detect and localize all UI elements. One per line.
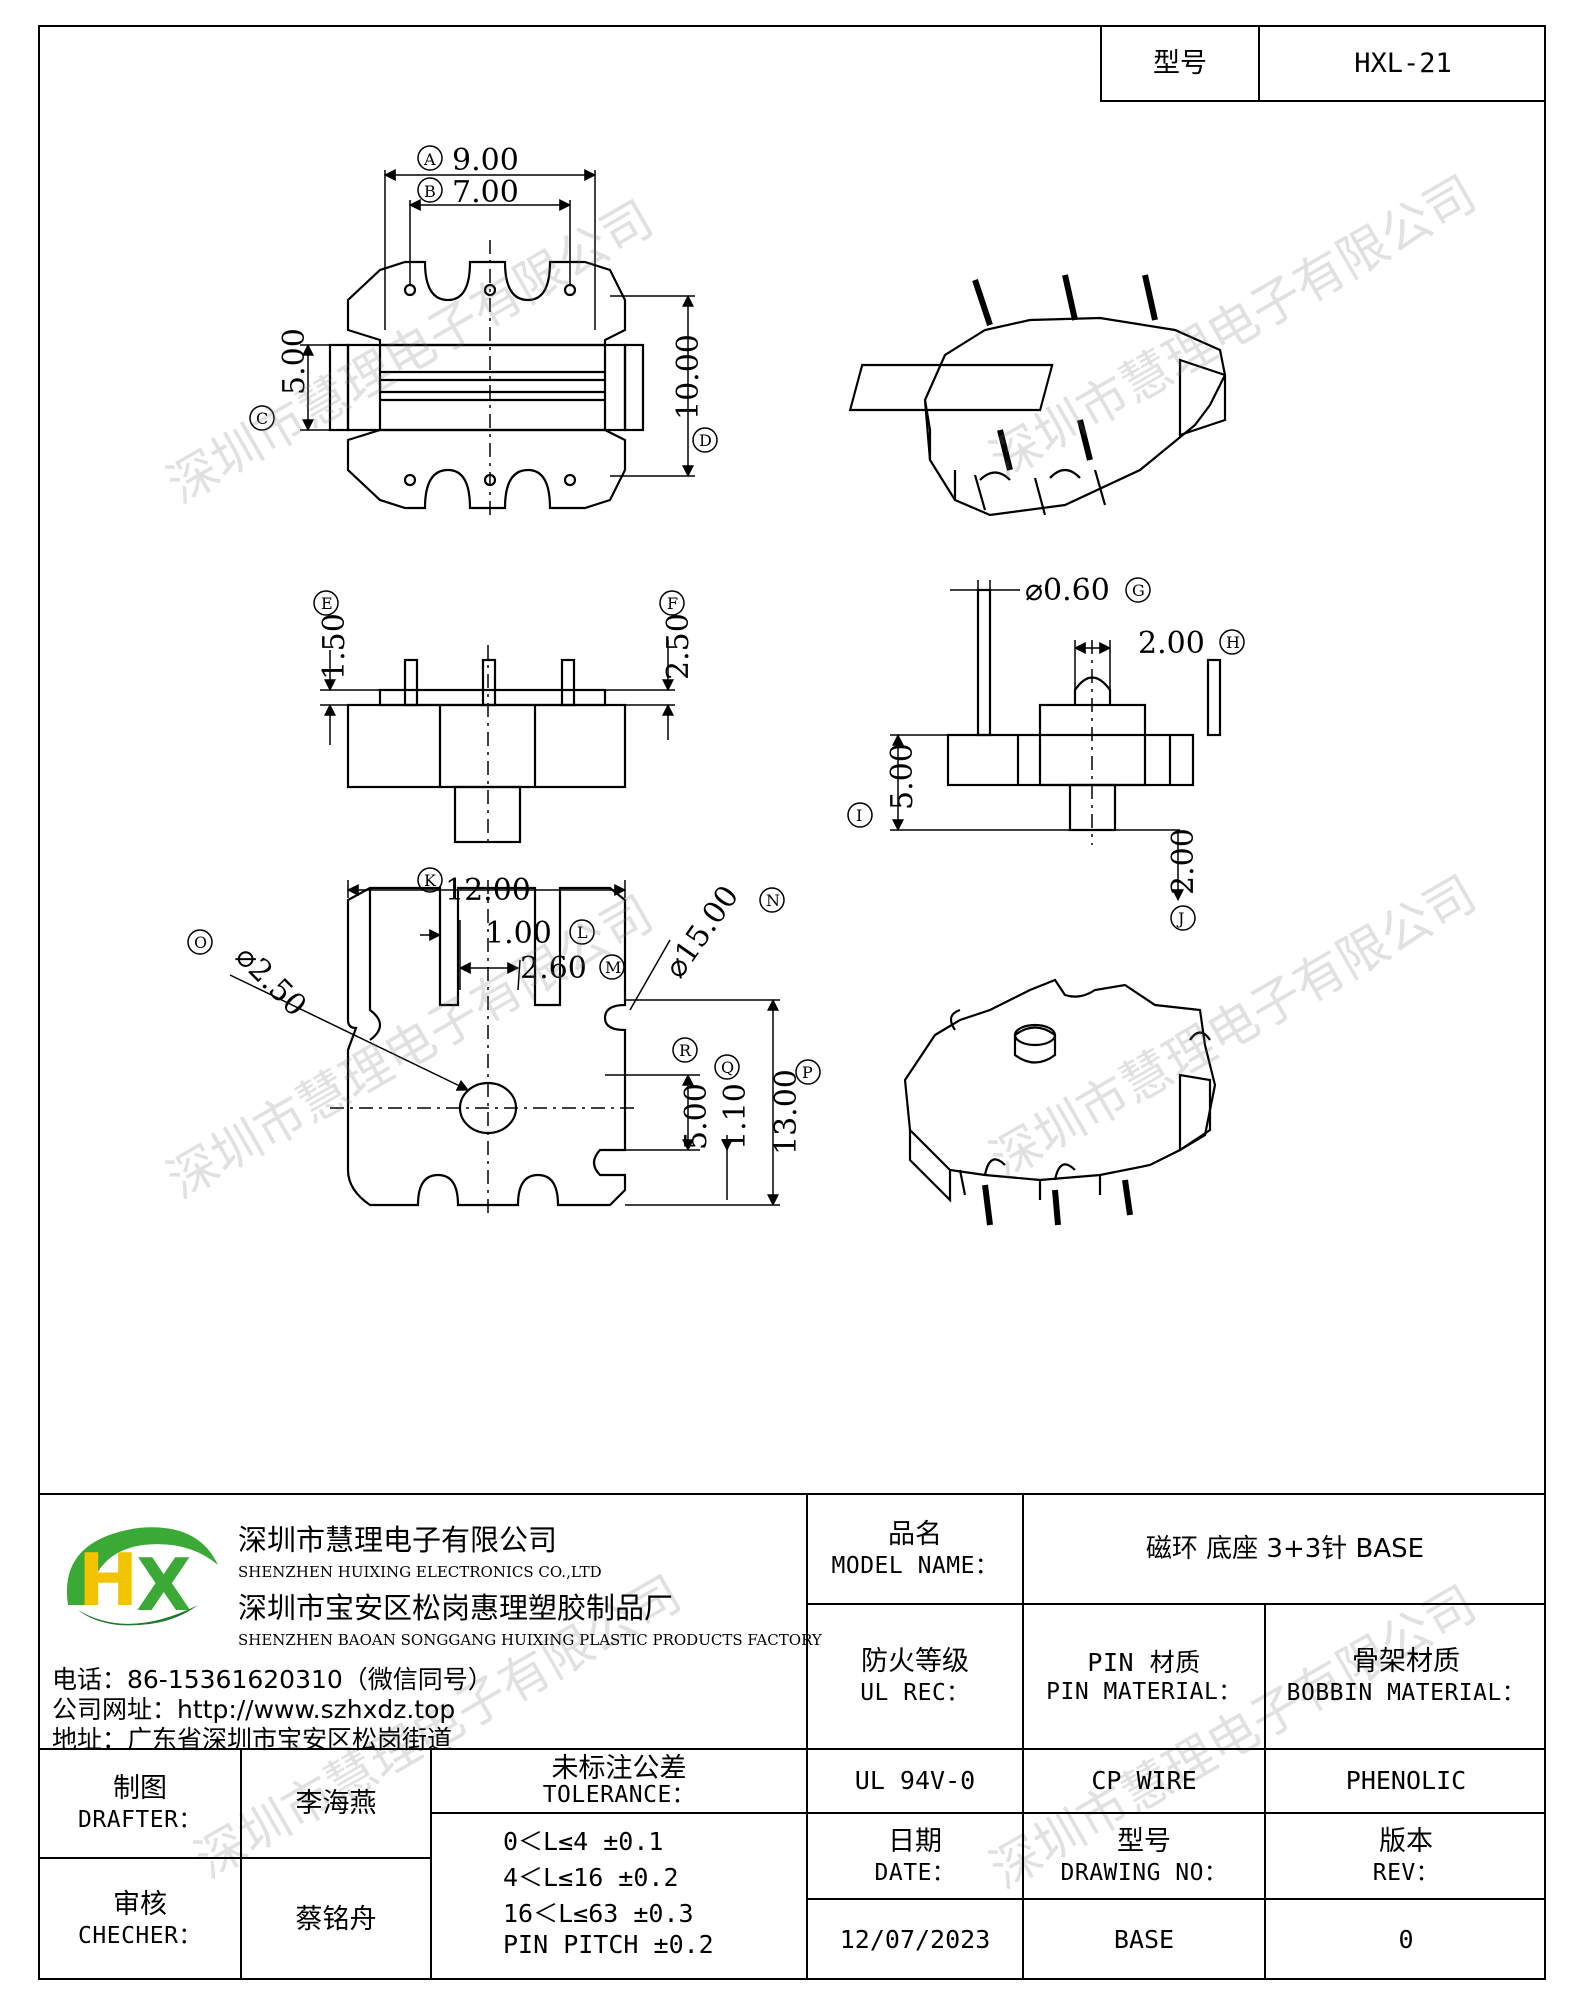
top-view: [300, 169, 695, 520]
dim-letter-j: J: [1176, 909, 1184, 928]
dim-letter-k: K: [424, 871, 437, 890]
header-divider: [1100, 25, 1102, 102]
header-model-value: HXL-21: [1354, 47, 1452, 79]
drafter-value: 李海燕: [295, 1787, 377, 1819]
dim-i-value: 5.00: [885, 743, 920, 810]
header-divider: [1258, 25, 1260, 102]
drawing-no-label: 型号 DRAWING NO：: [1060, 1825, 1228, 1886]
bottom-view: [229, 880, 780, 1215]
bobbin-material-value: PHENOLIC: [1345, 1766, 1467, 1796]
tolerance-list: 0＜L≤4 ±0.1 4＜L≤16 ±0.2 16＜L≤63 ±0.3 PIN …: [503, 1822, 803, 1959]
dim-k-value: 12.00: [445, 873, 531, 908]
tolerance-label: 未标注公差 TOLERANCE：: [542, 1752, 696, 1809]
header-divider: [1100, 100, 1546, 102]
dim-c-value: 5.00: [277, 328, 312, 395]
logo-letter-h: H: [78, 1538, 138, 1622]
dim-g-value: ⌀0.60: [1025, 573, 1110, 608]
title-block-divider: [806, 1898, 1546, 1900]
dim-letter-f: F: [667, 594, 678, 613]
checker-value: 蔡铭舟: [295, 1903, 377, 1935]
dim-m-value: 2.60: [520, 951, 587, 986]
bobbin-material-label: 骨架材质 BOBBIN MATERIAL：: [1286, 1646, 1526, 1706]
side-view: [320, 640, 675, 845]
isometric-top-view: [848, 274, 1227, 517]
technical-drawing: A 9.00 B 7.00 C 5.00 D 10.00 E 1.50 F 2.…: [187, 143, 1245, 1226]
drawing-sheet-border: [38, 25, 1546, 1980]
dim-l-value: 1.00: [485, 916, 552, 951]
dim-letter-r: R: [679, 1041, 692, 1060]
dim-d-value: 10.00: [671, 334, 706, 420]
company-name-en: SHENZHEN HUIXING ELECTRONICS CO.,LTD: [238, 1563, 602, 1581]
tolerance-row: PIN PITCH ±0.2: [503, 1930, 714, 1959]
date-value: 12/07/2023: [839, 1925, 991, 1955]
dim-q-value: 1.10: [718, 1083, 753, 1150]
logo-letter-x: X: [136, 1543, 192, 1627]
company-phone: 电话：86-15361620310（微信同号）: [52, 1665, 493, 1694]
ul-rec-label: 防火等级 UL REC：: [860, 1646, 970, 1706]
dim-h-value: 2.00: [1138, 626, 1205, 661]
title-block-divider: [430, 1748, 432, 1980]
title-block-divider: [806, 1603, 1546, 1605]
company-address: 地址：广东省深圳市宝安区松岗街道: [52, 1725, 453, 1754]
model-name-label: 品名 MODEL NAME：: [831, 1518, 999, 1579]
dim-letter-m: M: [605, 958, 621, 977]
company-website: 公司网址：http://www.szhxdz.top: [52, 1695, 456, 1724]
dim-b-value: 7.00: [452, 175, 519, 210]
ul-rec-value: UL 94V-0: [854, 1766, 976, 1796]
dim-letter-c: C: [256, 409, 268, 428]
title-block-divider: [806, 1493, 808, 1980]
isometric-bottom-view: [903, 978, 1217, 1226]
revision-label: 版本 REV：: [1372, 1825, 1440, 1886]
dim-n-value: ⌀15.00: [658, 879, 746, 984]
dimension-labels: A 9.00 B 7.00 C 5.00 D 10.00 E 1.50 F 2.…: [187, 143, 1245, 1155]
dim-letter-i: I: [856, 806, 862, 825]
header-model-label: 型号: [1153, 47, 1207, 79]
factory-name-en: SHENZHEN BAOAN SONGGANG HUIXING PLASTIC …: [238, 1631, 822, 1649]
title-block-divider: [240, 1748, 242, 1980]
date-label: 日期 DATE：: [874, 1825, 956, 1886]
title-block-divider: [38, 1748, 1546, 1750]
dim-letter-h: H: [1226, 633, 1240, 652]
revision-value: 0: [1398, 1925, 1414, 1955]
model-name-value: 磁环 底座 3+3针 BASE: [1145, 1533, 1425, 1564]
tolerance-row: 16＜L≤63 ±0.3: [503, 1899, 694, 1928]
dim-letter-a: A: [423, 150, 436, 169]
title-block-border: [38, 1493, 1546, 1495]
dim-r-value: 5.00: [679, 1083, 714, 1150]
dim-letter-o: O: [194, 933, 207, 952]
tolerance-row: 0＜L≤4 ±0.1: [503, 1827, 664, 1856]
dim-f-value: 2.50: [661, 613, 696, 680]
tolerance-row: 4＜L≤16 ±0.2: [503, 1863, 679, 1892]
dim-letter-p: P: [802, 1063, 813, 1082]
title-block-divider: [1022, 1493, 1024, 1980]
dim-letter-d: D: [699, 431, 712, 450]
title-block-divider: [430, 1812, 1546, 1814]
dim-a-value: 9.00: [452, 143, 519, 178]
company-logo-icon: H X: [66, 1527, 218, 1627]
company-name-cn: 深圳市慧理电子有限公司: [238, 1523, 558, 1557]
dim-letter-b: B: [424, 182, 436, 201]
dim-j-value: 2.00: [1166, 828, 1201, 895]
dim-letter-e: E: [321, 594, 333, 613]
dim-letter-n: N: [766, 891, 780, 910]
dim-o-value: ⌀2.50: [228, 939, 313, 1024]
title-block-divider: [38, 1857, 430, 1859]
pin-material-label: PIN 材质 PIN MATERIAL：: [1046, 1647, 1242, 1705]
dim-e-value: 1.50: [317, 613, 352, 680]
front-view: [890, 580, 1222, 902]
dim-p-value: 13.00: [769, 1069, 804, 1155]
pin-material-value: CP WIRE: [1091, 1766, 1197, 1796]
dim-letter-l: L: [577, 923, 588, 942]
factory-name-cn: 深圳市宝安区松岗惠理塑胶制品厂: [238, 1591, 674, 1625]
checker-label: 审核 CHECHER：: [78, 1889, 202, 1949]
dim-letter-g: G: [1132, 581, 1145, 600]
drawing-no-value: BASE: [1113, 1925, 1175, 1955]
title-block-divider: [1264, 1603, 1266, 1980]
dim-letter-q: Q: [721, 1058, 734, 1077]
drafter-label: 制图 DRAFTER：: [78, 1773, 202, 1833]
